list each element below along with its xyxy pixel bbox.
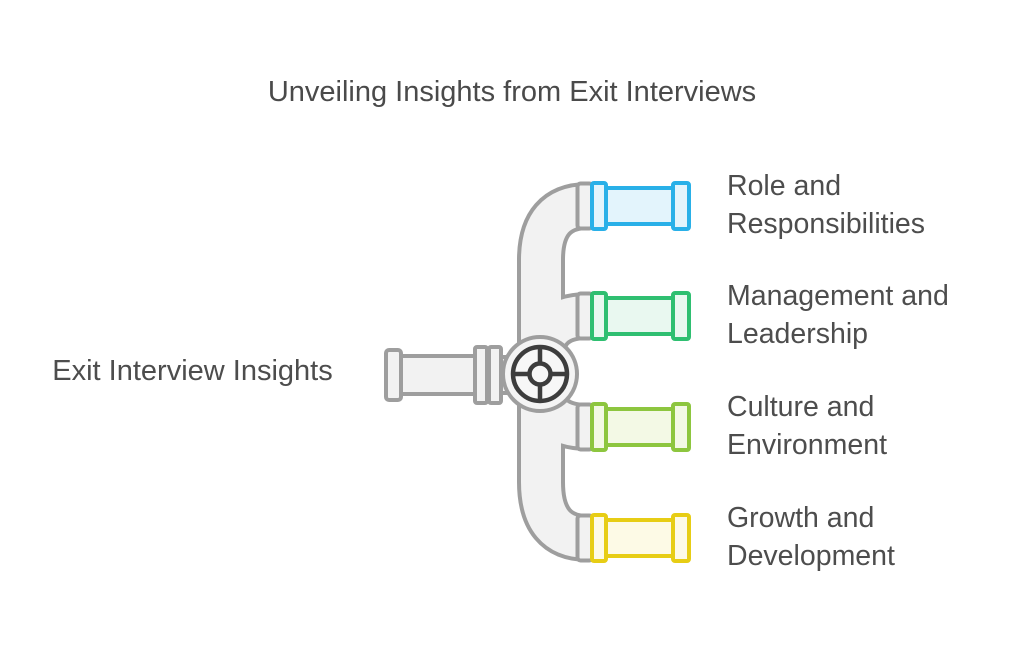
branch-4-ring [590,513,608,563]
branch-pipe-4 [575,513,691,563]
branch-3-end-flange [671,402,691,452]
branch-label-role-and-responsibilities: Role and Responsibilities [727,170,926,240]
root-pipe-ring-1 [473,345,489,405]
valve-wheel-icon [501,335,579,413]
page-title: Unveiling Insights from Exit Interviews [267,76,757,108]
branch-4-body [601,518,678,558]
root-pipe-ring-2 [487,345,503,405]
branch-label-growth-and-development: Growth and Development [727,502,895,572]
branch-2-body [601,296,678,336]
branch-label-management-and-leadership: Management and Leadership [727,280,949,350]
root-node-label: Exit Interview Insights [52,355,333,387]
branch-2-end-flange [671,291,691,341]
valve-hub [527,361,553,387]
branch-1-ring [590,181,608,231]
branch-1-end-flange [671,181,691,231]
branch-pipe-3 [575,402,691,452]
branch-label-culture-and-environment: Culture and Environment [727,391,887,461]
branch-4-end-flange [671,513,691,563]
root-pipe-body [391,354,485,396]
branch-pipe-1 [575,181,691,231]
branch-pipe-2 [575,291,691,341]
branch-2-ring [590,291,608,341]
branch-1-body [601,186,678,226]
root-pipe-end-flange [384,348,403,402]
branch-3-body [601,407,678,447]
branch-3-ring [590,402,608,452]
